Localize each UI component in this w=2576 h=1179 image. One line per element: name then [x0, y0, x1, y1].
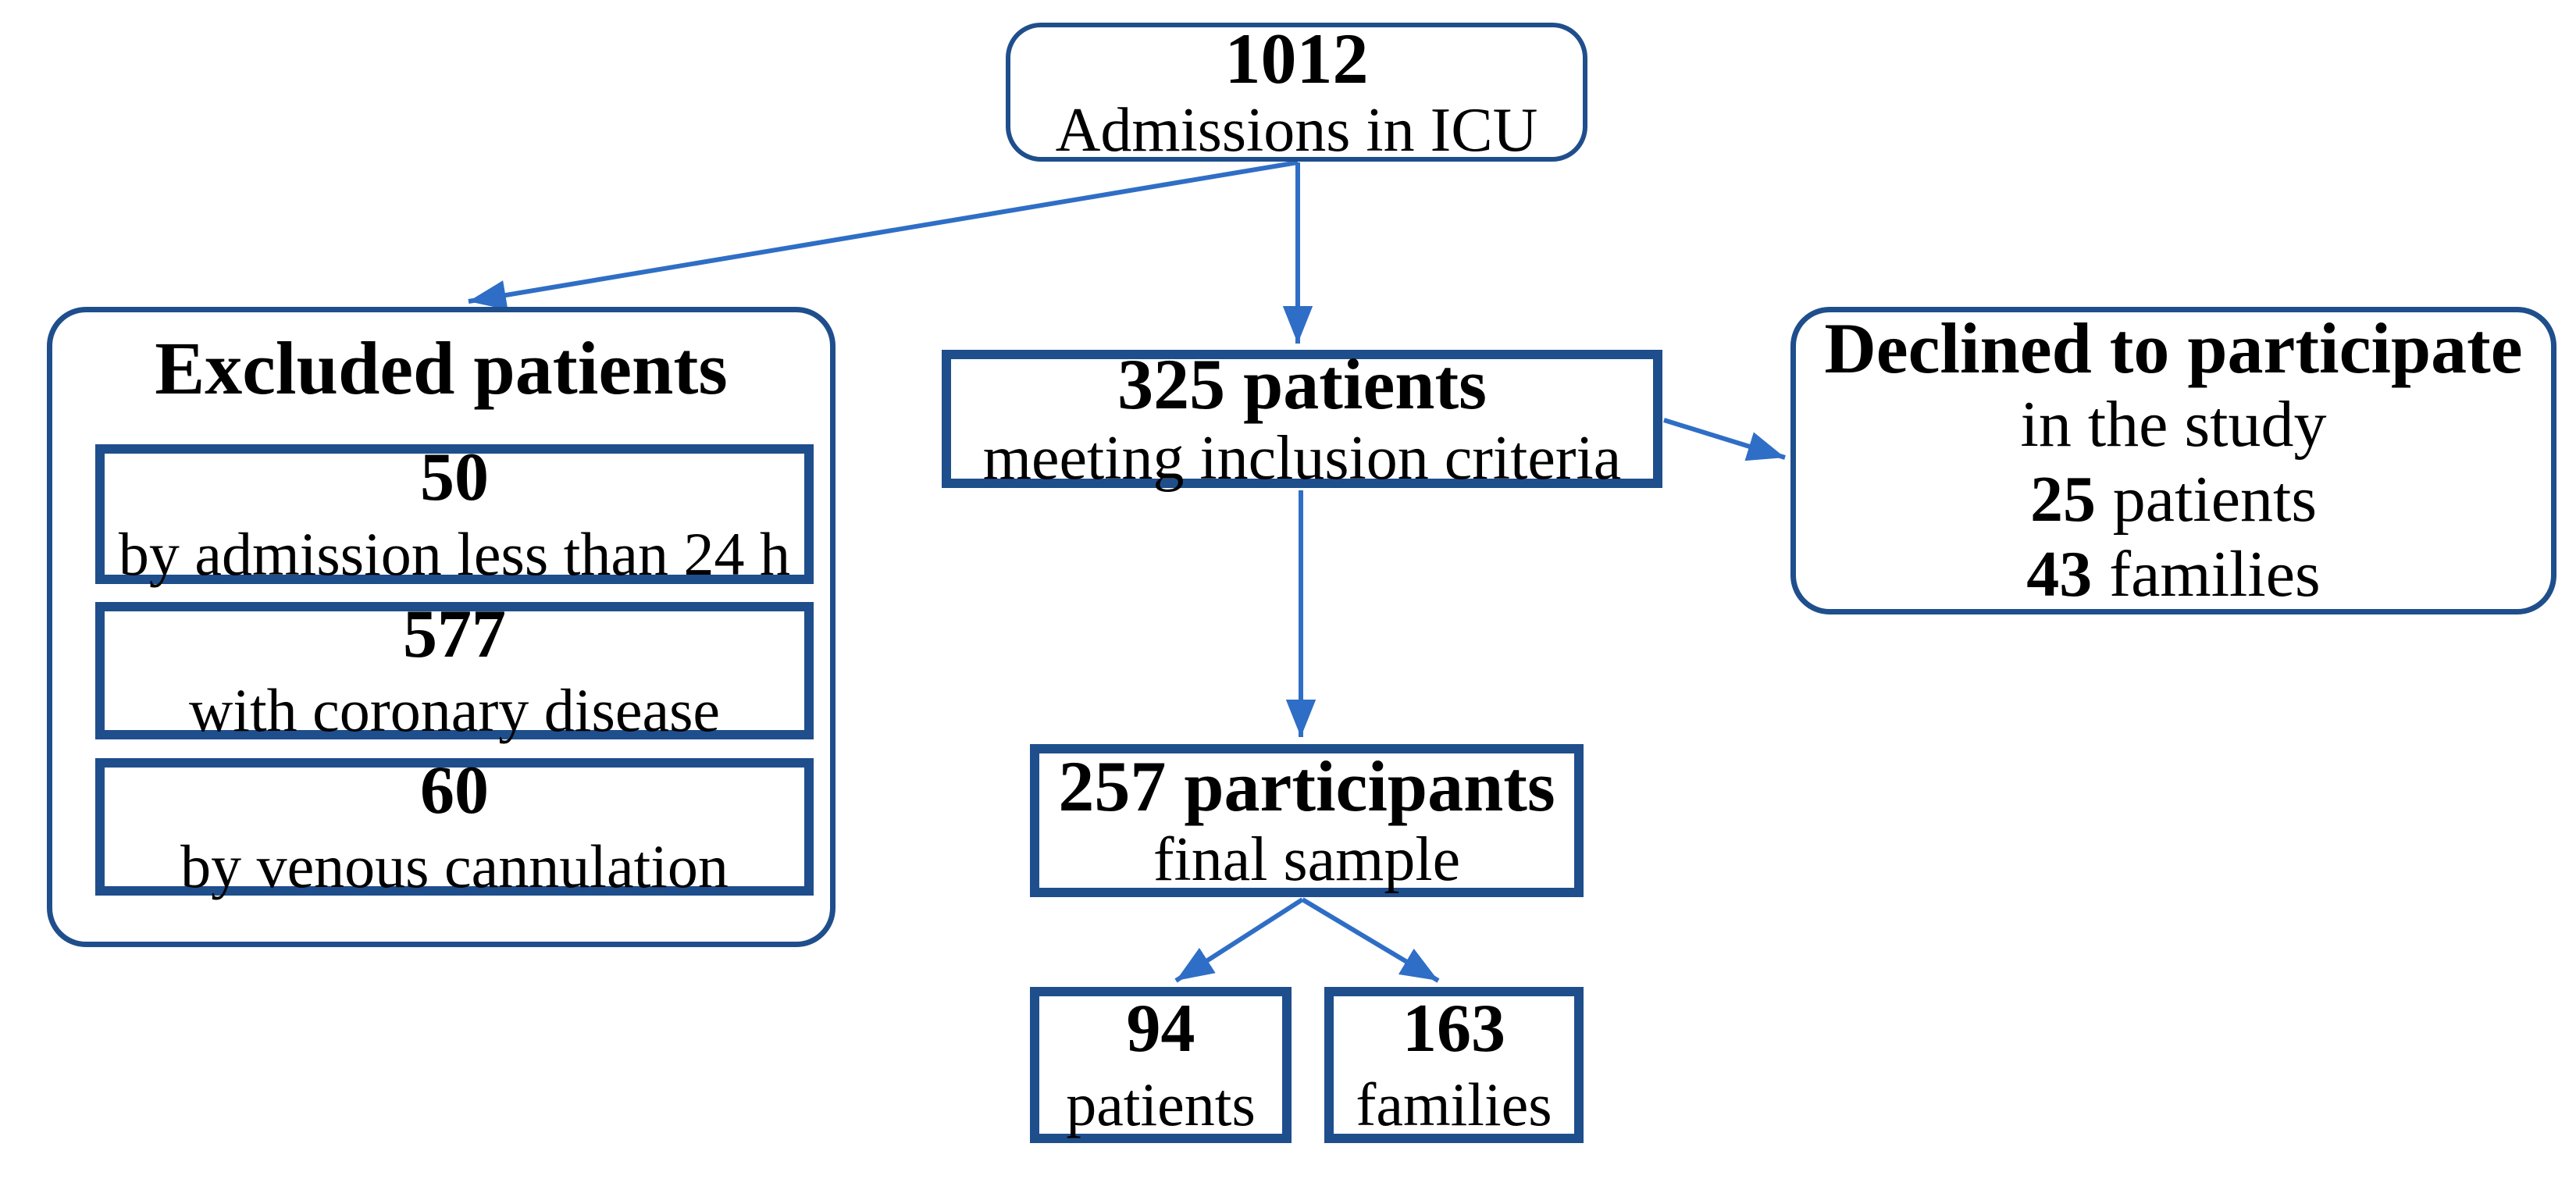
excluded-item-count: 50: [420, 440, 489, 516]
excluded-title: Excluded patients: [155, 326, 728, 410]
declined-subtitle: in the study: [2020, 387, 2327, 461]
final-sample-box: 257 participants final sample: [1030, 744, 1584, 897]
final-sample-count: 257 participants: [1058, 746, 1555, 826]
excluded-item-label: by admission less than 24 h: [118, 519, 791, 588]
declined-families-label: families: [2109, 538, 2321, 611]
families-count: 163: [1402, 990, 1505, 1067]
declined-patients-count: 25: [2029, 462, 2096, 536]
declined-patients-label: patients: [2112, 462, 2318, 536]
declined-title: Declined to participate: [1824, 308, 2523, 388]
patients-label: patients: [1066, 1070, 1256, 1139]
excluded-item-count: 60: [420, 752, 489, 828]
admissions-count: 1012: [1224, 18, 1369, 98]
families-box: 163 families: [1324, 987, 1584, 1143]
excluded-item-label: with coronary disease: [188, 676, 721, 745]
inclusion-count: 325 patients: [1117, 344, 1487, 425]
patients-box: 94 patients: [1030, 987, 1292, 1143]
excluded-box: Excluded patients 50 by admission less t…: [47, 307, 836, 947]
excluded-item-count: 577: [403, 596, 506, 672]
inclusion-box: 325 patients meeting inclusion criteria: [942, 344, 1662, 493]
declined-families-count: 43: [2026, 538, 2093, 611]
excluded-item-label: by venous cannulation: [180, 832, 729, 901]
excluded-item-admission-box: 50 by admission less than 24 h: [95, 440, 814, 588]
arrow-inclusion-to-declined: [1663, 418, 1786, 461]
arrow-admissions-to-excluded: [468, 160, 1299, 311]
families-label: families: [1356, 1070, 1552, 1139]
arrow-final-to-families: [1301, 897, 1440, 983]
admissions-box: 1012 Admissions in ICU: [1006, 18, 1587, 166]
final-sample-label: final sample: [1153, 825, 1461, 895]
patients-count: 94: [1126, 990, 1195, 1067]
excluded-item-coronary-box: 577 with coronary disease: [95, 596, 814, 743]
arrow-final-to-patients: [1174, 897, 1304, 983]
inclusion-label: meeting inclusion criteria: [982, 423, 1622, 493]
admissions-label: Admissions in ICU: [1055, 96, 1538, 166]
excluded-item-cannulation-box: 60 by venous cannulation: [95, 752, 814, 901]
